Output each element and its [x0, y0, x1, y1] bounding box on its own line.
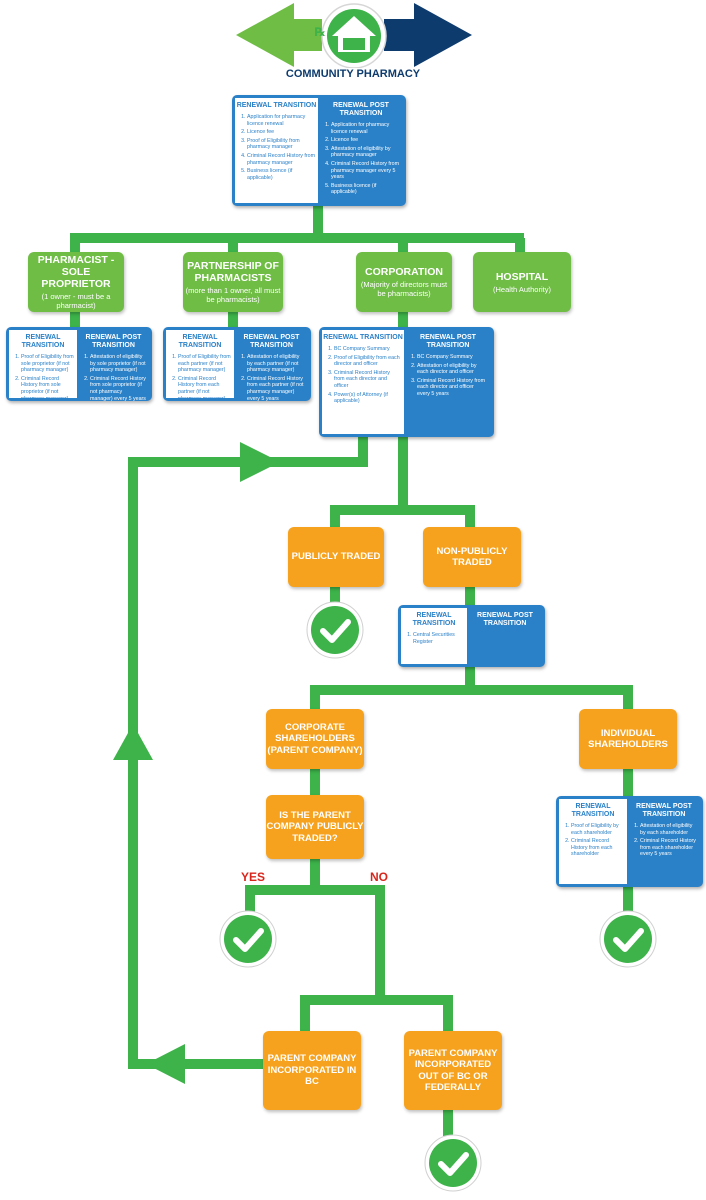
top-left-header: RENEWAL TRANSITION [236, 102, 317, 109]
check-icon [424, 1134, 482, 1192]
arrow-left-icon [146, 1044, 185, 1084]
corporate-shareholders-box: CORPORATE SHAREHOLDERS (PARENT COMPANY) [266, 709, 364, 769]
non-publicly-traded-box: NON-PUBLICLY TRADED [423, 527, 521, 587]
individual-renewal-box: RENEWAL TRANSITION Proof of Eligibility … [556, 796, 703, 887]
parent-traded-question-box: IS THE PARENT COMPANY PUBLICLY TRADED? [266, 795, 364, 859]
parent-out-bc-box: PARENT COMPANY INCORPORATED OUT OF BC OR… [404, 1031, 502, 1110]
page-title: COMMUNITY PHARMACY [285, 68, 421, 80]
corporation-box: CORPORATION (Majority of directors must … [356, 252, 452, 312]
parent-in-bc-box: PARENT COMPANY INCORPORATED IN BC [263, 1031, 361, 1110]
rx-icon: ℞ [314, 25, 326, 39]
check-icon [219, 910, 277, 968]
arrow-left-green-icon [236, 3, 322, 67]
yes-label: YES [241, 870, 266, 884]
hospital-box: HOSPITAL (Health Authority) [473, 252, 571, 312]
corporation-renewal-box: RENEWAL TRANSITION BC Company Summary Pr… [319, 327, 494, 437]
top-left-list: Application for pharmacy licence renewal… [235, 114, 318, 181]
individual-shareholders-box: INDIVIDUAL SHAREHOLDERS [579, 709, 677, 769]
check-icon [306, 601, 364, 659]
partnership-box: PARTNERSHIP OF PHARMACISTS (more than 1 … [183, 252, 283, 312]
sole-proprietor-box: PHARMACIST - SOLE PROPRIETOR (1 owner - … [28, 252, 124, 312]
arrow-up-icon [113, 724, 153, 760]
sole-renewal-box: RENEWAL TRANSITION Proof of Eligibility … [6, 327, 152, 402]
no-label: NO [370, 870, 388, 884]
check-icon [599, 910, 657, 968]
arrow-right-navy-icon [384, 3, 472, 67]
partnership-renewal-box: RENEWAL TRANSITION Proof of Eligibility … [163, 327, 311, 402]
arrow-right-icon [240, 442, 280, 482]
community-pharmacy-logo [236, 3, 472, 68]
publicly-traded-box: PUBLICLY TRADED [288, 527, 384, 587]
top-right-header: RENEWAL POST TRANSITION [333, 102, 389, 117]
top-right-list: Application for pharmacy licence renewal… [319, 122, 403, 196]
top-renewal-box: RENEWAL TRANSITION Application for pharm… [232, 95, 406, 206]
non-public-renewal-box: RENEWAL TRANSITION Central Securities Re… [398, 605, 545, 667]
